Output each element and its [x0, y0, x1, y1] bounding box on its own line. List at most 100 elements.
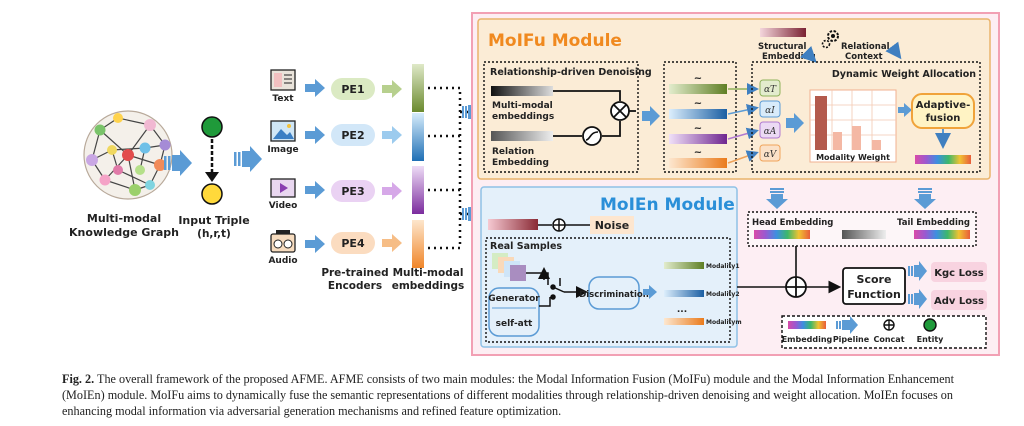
pe4-label: PE4	[341, 237, 365, 250]
weight-bar-4	[872, 140, 881, 150]
video-modality-icon	[270, 178, 296, 198]
pipeline-arrow-icon	[643, 285, 657, 299]
score-function-box	[842, 267, 906, 305]
moifu-title: MoIFu Module	[488, 31, 622, 51]
alpha-chip-a: αA	[759, 121, 781, 139]
self-att-label: self-att	[496, 319, 533, 329]
legend-entity-label: Entity	[917, 335, 945, 344]
denoised-text-bar	[669, 84, 727, 94]
adaptive-line1: Adaptive-	[916, 100, 970, 111]
pipeline-arrow-icon	[786, 113, 804, 133]
pipeline-arrow-icon	[908, 261, 927, 281]
triple-label-line1: Input Triple	[178, 214, 249, 227]
alpha-i-label: αI	[765, 106, 775, 116]
tilde-mark: ~	[694, 98, 702, 109]
multimodal-embedding-bar	[491, 86, 553, 96]
legend-concat-icon	[883, 319, 895, 331]
rel-emb-line2: Embedding	[492, 158, 549, 168]
relctx-line1: Relational	[841, 42, 890, 52]
dotted-connectors	[428, 86, 470, 250]
legend-embedding-swatch	[788, 321, 826, 329]
caption-text: The overall framework of the proposed AF…	[62, 372, 955, 418]
concat-icon	[785, 276, 807, 298]
pe1-encoder: PE1	[331, 78, 375, 100]
dwa-title: Dynamic Weight Allocation	[832, 69, 976, 80]
alpha-v-label: αV	[764, 150, 778, 160]
relation-embedding-bar	[491, 131, 553, 141]
figure-number: Fig. 2.	[62, 372, 95, 386]
modality1-label: Modality1	[706, 263, 740, 270]
noise-label: Noise	[595, 219, 630, 232]
kg-label-line1: Multi-modal	[87, 212, 161, 225]
generator-box	[488, 287, 540, 337]
relctx-line2: Context	[845, 52, 883, 62]
knowledge-graph-icon	[83, 110, 173, 200]
concat-icon	[552, 218, 566, 232]
image-modality-icon	[270, 120, 296, 142]
legend-pipeline-label: Pipeline	[833, 335, 870, 344]
encoders-label-line1: Pre-trained	[321, 267, 388, 279]
adv-loss-box	[931, 290, 987, 310]
tilde-mark: ~	[694, 73, 702, 84]
tail-embedding-bar	[914, 230, 970, 239]
generator-label: Generator	[488, 294, 540, 304]
head-emb-label: Head Embedding	[752, 218, 833, 228]
denoising-title: Relationship-driven Denoising	[490, 67, 652, 78]
entity-embeddings-box	[747, 211, 977, 247]
tail-emb-label: Tail Embedding	[897, 218, 970, 228]
multiply-icon	[610, 101, 630, 121]
switch-icon	[538, 267, 588, 307]
score-line2: Function	[847, 288, 901, 301]
score-line1: Score	[857, 273, 892, 286]
mm-emb-line2: embeddings	[492, 112, 554, 122]
adaptive-fusion-box	[911, 93, 975, 129]
adv-loss-label: Adv Loss	[934, 296, 984, 307]
moien-module-box	[480, 186, 738, 348]
dwa-box	[751, 61, 981, 173]
text-embedding-bar	[412, 64, 424, 112]
tilde-mark: ~	[694, 123, 702, 134]
modality-label-audio: Audio	[268, 256, 297, 266]
pipeline-arrow-icon	[908, 289, 927, 309]
pipeline-down-arrow-icon	[766, 188, 788, 209]
pe3-label: PE3	[341, 185, 364, 198]
pe2-label: PE2	[341, 129, 364, 142]
denoised-image-bar	[669, 109, 727, 119]
emb-label-line1: Multi-modal	[393, 267, 464, 279]
struct-line1: Structural	[758, 42, 807, 52]
kgc-loss-box	[931, 262, 987, 282]
legend-concat-label: Concat	[873, 335, 904, 344]
legend-pipeline-icon	[836, 316, 858, 334]
fused-embedding-bar	[915, 155, 971, 164]
rel-emb-line1: Relation	[492, 147, 534, 157]
video-embedding-bar	[412, 166, 424, 214]
modality-label-text: Text	[272, 94, 294, 104]
alpha-chip-v: αV	[759, 144, 781, 162]
structural-embedding-bar	[760, 28, 806, 37]
triple-label-line2: (h,r,t)	[197, 228, 231, 240]
real-samples-stack	[492, 253, 526, 281]
modality-label-image: Image	[267, 145, 298, 155]
weight-bar-2	[833, 132, 842, 150]
framework-diagram: Multi-modal Knowledge Graph Input Triple…	[69, 12, 1000, 356]
adversarial-box	[485, 237, 731, 343]
legend-embedding-label: Embedding	[782, 335, 833, 344]
text-modality-icon	[270, 69, 296, 91]
modality-weight-label: Modality Weight	[816, 153, 890, 162]
encoders-label-line2: Encoders	[328, 280, 382, 292]
pe3-encoder: PE3	[331, 180, 375, 202]
input-triple-icon	[201, 116, 223, 205]
figure-caption: Fig. 2. The overall framework of the pro…	[62, 371, 992, 419]
modality-label-video: Video	[269, 201, 298, 211]
alpha-t-label: αT	[764, 85, 777, 95]
modalitym-bar	[664, 318, 704, 325]
modality1-bar	[664, 262, 704, 269]
modality2-label: Modality2	[706, 291, 740, 298]
modality2-bar	[664, 290, 704, 297]
pe2-encoder: PE2	[331, 124, 375, 146]
image-embedding-bar	[412, 113, 424, 161]
pipeline-arrows-icon	[305, 79, 325, 253]
weight-bar-1	[815, 96, 827, 150]
legend-entity-icon	[923, 318, 937, 332]
audio-embedding-bar	[412, 220, 424, 268]
